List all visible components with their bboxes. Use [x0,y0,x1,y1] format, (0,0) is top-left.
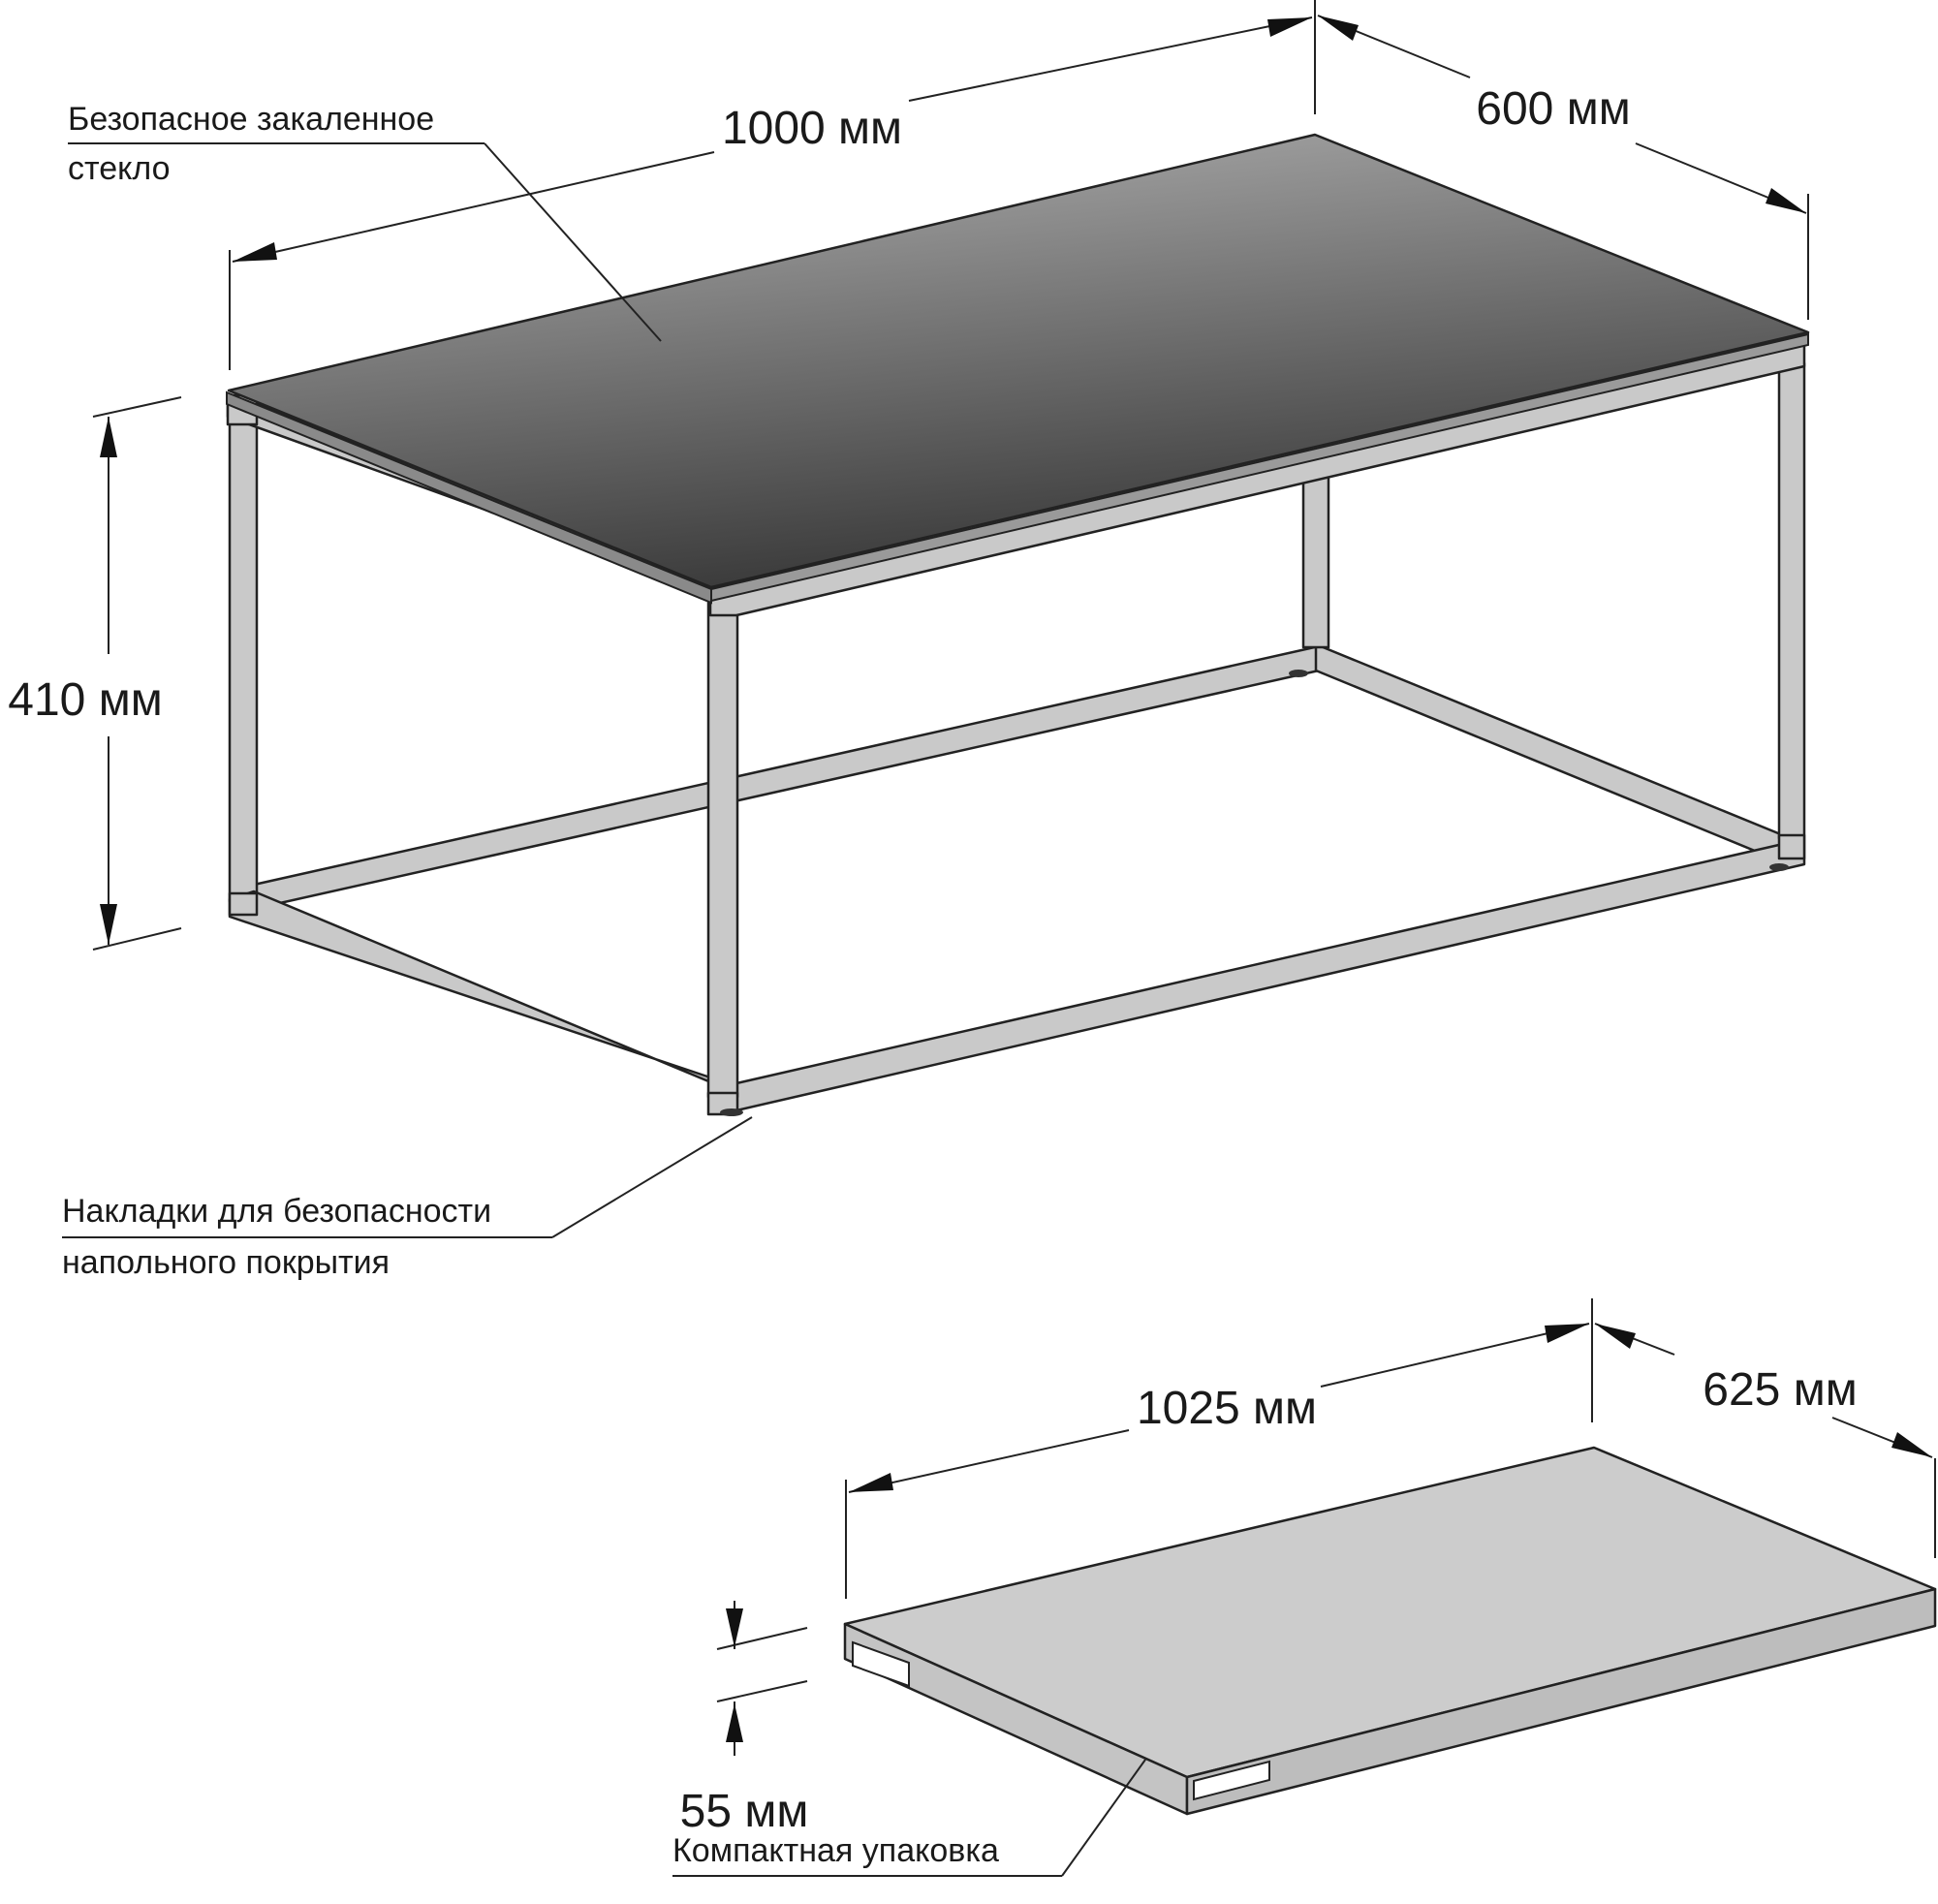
back-bottom-rail-right [1314,642,1785,864]
pads-callout: Накладки для безопасности напольного пок… [62,1116,753,1281]
glass-tabletop [226,133,1810,605]
front-leg [706,601,739,1116]
pads-note-line1: Накладки для безопасности [62,1193,491,1230]
package-length-dimension: 1025 мм [845,1298,1593,1599]
coffee-table [226,133,1810,1116]
floor-pad-right [1769,863,1789,871]
front-bottom-rail-left [228,890,738,1101]
back-bottom-rail-left [252,642,1329,911]
table-length-dimension: 1000 мм [229,0,1316,370]
package-height-label: 55 мм [680,1786,809,1837]
package-width-dimension: 625 мм [1594,1323,1936,1558]
package-length-label: 1025 мм [1137,1383,1317,1434]
table-height-dimension: 410 мм [8,396,182,951]
package-callout: Компактная упаковка [672,1759,1146,1877]
flat-package-box [843,1446,1937,1816]
package-width-label: 625 мм [1703,1364,1857,1416]
table-width-label: 600 мм [1476,83,1630,135]
package-note: Компактная упаковка [672,1832,999,1869]
right-leg [1777,361,1806,840]
table-length-label: 1000 мм [722,103,902,154]
floor-pad-front [720,1108,743,1116]
front-bottom-rail-right [735,837,1806,1112]
pads-note-line2: напольного покрытия [62,1244,390,1281]
table-width-dimension: 600 мм [1317,15,1809,320]
glass-note-line1: Безопасное закаленное [68,101,434,138]
right-foot-cap [1777,833,1806,860]
table-height-label: 410 мм [8,674,162,726]
back-leg [1301,471,1330,649]
package-height-dimension: 55 мм [680,1601,809,1837]
glass-note-line2: стекло [68,150,171,187]
floor-pad-back [1289,670,1308,677]
left-foot-cap [228,891,259,917]
left-leg [228,415,259,903]
glass-callout: Безопасное закаленное стекло [68,101,662,342]
